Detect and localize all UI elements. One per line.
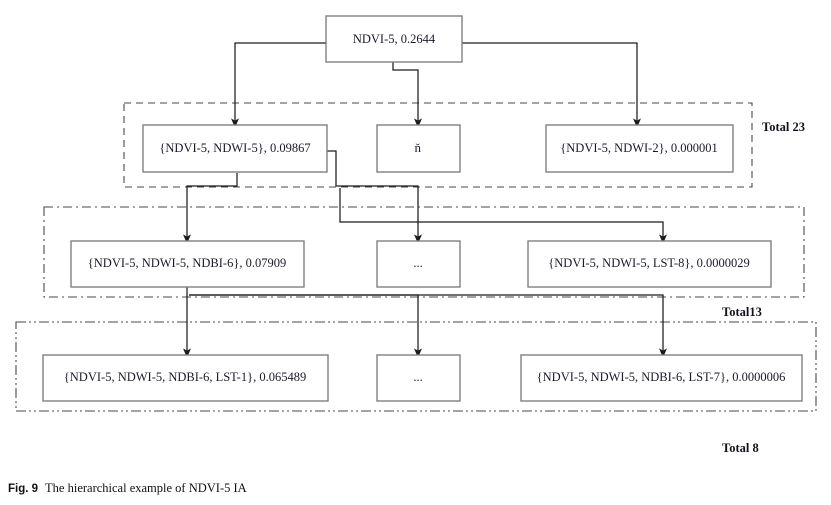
node-l2-0-label: {NDVI-5, NDWI-5}, 0.09867 <box>159 141 310 155</box>
node-l3-0[interactable]: {NDVI-5, NDWI-5, NDBI-6}, 0.07909 <box>70 240 305 288</box>
node-l3-2[interactable]: {NDVI-5, NDWI-5, LST-8}, 0.0000029 <box>527 240 772 288</box>
node-root-label: NDVI-5, 0.2644 <box>353 32 436 46</box>
node-root[interactable]: NDVI-5, 0.2644 <box>325 15 463 63</box>
figure-caption-text: The hierarchical example of NDVI-5 IA <box>45 481 247 495</box>
connector-l2-to-l3-middle <box>326 150 422 244</box>
hierarchy-diagram: NDVI-5, 0.2644 {NDVI-5, NDWI-5}, 0.09867… <box>15 15 817 455</box>
total-label-level-2: Total 23 <box>762 120 805 134</box>
node-l4-0[interactable]: {NDVI-5, NDWI-5, NDBI-6, LST-1}, 0.06548… <box>42 354 329 402</box>
group-box-level-4 <box>15 321 817 412</box>
node-l2-2[interactable]: {NDVI-5, NDWI-2}, 0.000001 <box>545 124 734 173</box>
connector-root-to-l2-left <box>231 42 326 128</box>
node-l4-2[interactable]: {NDVI-5, NDWI-5, NDBI-6, LST-7}, 0.00000… <box>520 354 803 402</box>
group-box-level-2 <box>123 102 753 188</box>
node-l4-0-label: {NDVI-5, NDWI-5, NDBI-6, LST-1}, 0.06548… <box>64 370 306 384</box>
total-label-level-3: Total13 <box>722 305 762 319</box>
connector-l2-to-l3-right <box>339 188 667 244</box>
node-l2-1[interactable]: ň <box>376 124 461 173</box>
node-l3-1-label: ... <box>413 256 422 270</box>
connector-l2-to-l3-left <box>183 173 238 244</box>
node-l3-2-label: {NDVI-5, NDWI-5, LST-8}, 0.0000029 <box>548 256 749 270</box>
node-l3-0-label: {NDVI-5, NDWI-5, NDBI-6}, 0.07909 <box>88 256 286 270</box>
figure-number: Fig. 9 <box>8 483 39 495</box>
node-l4-1-label: ... <box>413 370 422 384</box>
connector-l3-to-l4-middle <box>189 294 422 358</box>
node-l2-0[interactable]: {NDVI-5, NDWI-5}, 0.09867 <box>142 124 328 173</box>
node-l4-2-label: {NDVI-5, NDWI-5, NDBI-6, LST-7}, 0.00000… <box>537 370 786 384</box>
group-box-level-3 <box>43 206 805 298</box>
connector-root-to-l2-right <box>462 42 641 128</box>
node-l2-1-label: ň <box>415 140 422 155</box>
node-l2-2-label: {NDVI-5, NDWI-2}, 0.000001 <box>560 141 717 155</box>
connector-root-to-l2-middle <box>392 62 422 128</box>
node-l3-1[interactable]: ... <box>376 240 461 288</box>
total-label-level-4: Total 8 <box>722 441 759 455</box>
node-l4-1[interactable]: ... <box>376 354 461 402</box>
connector-l3-to-l4-right <box>189 294 667 358</box>
figure-caption: Fig. 9 The hierarchical example of NDVI-5… <box>8 481 247 496</box>
